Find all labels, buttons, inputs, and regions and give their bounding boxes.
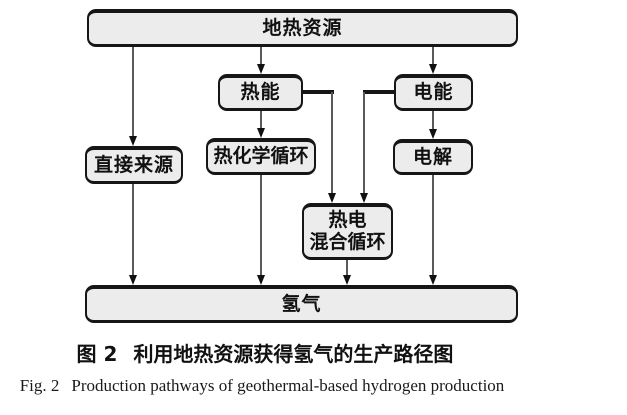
edge-geothermal-to-direct-arrowhead — [129, 136, 137, 146]
edge-geothermal-to-electric-arrowhead — [429, 64, 437, 74]
edge-electric-to-electrolysis-line — [432, 111, 434, 130]
edge-geothermal-to-electric-line — [432, 47, 434, 65]
node-thermal-energy: 热能 — [218, 74, 303, 111]
edge-electrolysis-to-hydrogen-line — [432, 175, 434, 276]
edge-electric-to-hybrid-vline — [363, 92, 365, 194]
edge-thermal-to-hybrid-vline — [331, 92, 333, 194]
node-hybrid-line2: 混合循环 — [309, 231, 386, 253]
edge-electrolysis-to-hydrogen-arrowhead — [429, 275, 437, 285]
edge-geothermal-to-thermal-arrowhead — [257, 64, 265, 74]
edge-direct-to-hydrogen-arrowhead — [129, 275, 137, 285]
edge-direct-to-hydrogen-line — [132, 184, 134, 276]
figure-caption-zh-label: 图 2 — [76, 342, 118, 366]
edge-geothermal-to-thermal-line — [260, 47, 262, 65]
edge-thermochemical-to-hydrogen-arrowhead — [257, 275, 265, 285]
figure-caption-zh: 图 2 利用地热资源获得氢气的生产路径图 — [0, 338, 530, 367]
edge-thermal-to-thermochemical-arrowhead — [257, 128, 265, 138]
edge-thermal-to-hybrid-hline — [301, 90, 334, 94]
edge-hybrid-to-hydrogen-arrowhead — [343, 275, 351, 285]
edge-thermal-to-thermochemical-line — [260, 111, 262, 129]
node-geothermal-resources: 地热资源 — [87, 9, 518, 47]
figure-caption-en: Fig. 2 Production pathways of geothermal-… — [0, 376, 524, 396]
node-hybrid-line1: 热电 — [328, 209, 367, 232]
node-thermoelectric-hybrid-cycle: 热电 混合循环 — [302, 203, 393, 260]
figure-caption-zh-text: 利用地热资源获得氢气的生产路径图 — [133, 342, 454, 366]
edge-electric-to-hybrid-arrowhead — [360, 193, 368, 203]
figure-caption-en-label: Fig. 2 — [19, 376, 60, 395]
edge-thermochemical-to-hydrogen-line — [260, 175, 262, 276]
node-hydrogen: 氢气 — [85, 285, 518, 323]
edge-thermal-to-hybrid-arrowhead — [328, 193, 336, 203]
node-electric-energy: 电能 — [394, 74, 473, 111]
edge-hybrid-to-hydrogen-line — [346, 260, 348, 276]
node-electrolysis: 电解 — [393, 139, 473, 175]
edge-electric-to-electrolysis-arrowhead — [429, 129, 437, 139]
figure-caption-en-text: Production pathways of geothermal-based … — [71, 376, 505, 395]
edge-geothermal-to-direct-line — [132, 47, 134, 137]
node-direct-source: 直接来源 — [85, 146, 183, 184]
node-thermochemical-cycle: 热化学循环 — [206, 138, 316, 175]
edge-electric-to-hybrid-hline — [363, 90, 396, 94]
